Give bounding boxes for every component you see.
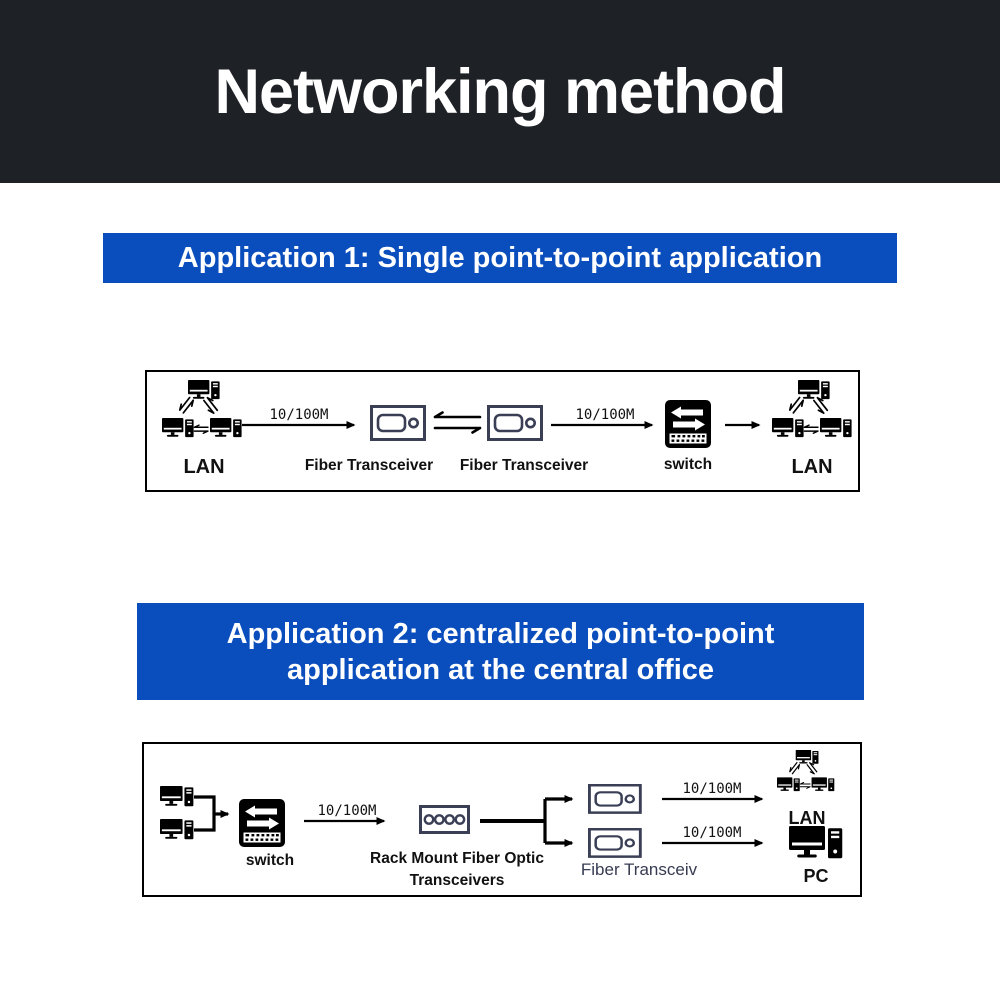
speed-label: 10/100M (682, 781, 741, 797)
speed-label: 10/100M (682, 825, 741, 841)
app2-banner-line1: Application 2: centralized point-to-poin… (226, 617, 775, 650)
app2-diagram-box: switch 10/100M Rack Mount Fiber Optic Tr… (142, 742, 862, 897)
app1-banner: Application 1: Single point-to-point app… (103, 233, 897, 283)
lan-cluster-icon (162, 380, 242, 437)
lan-cluster-icon (772, 380, 852, 437)
speed-label: 10/100M (269, 407, 328, 423)
computer-icon (160, 819, 194, 840)
rack-label-line2: Transceivers (410, 872, 505, 889)
computer-icon (160, 786, 194, 807)
transceivers-label: Fiber Transceiv (581, 860, 698, 879)
app2-diagram: switch 10/100M Rack Mount Fiber Optic Tr… (160, 744, 843, 889)
fiber-transceiver-icon (588, 827, 642, 859)
header-banner: Networking method (0, 0, 1000, 183)
pc-icon (789, 826, 843, 859)
double-harpoon-icon (433, 411, 482, 434)
app2-banner: Application 2: centralized point-to-poin… (137, 603, 864, 700)
switch-icon (664, 399, 712, 449)
rack-mount-transceivers-icon (419, 805, 470, 834)
fiber-transceiver-icon (588, 783, 642, 815)
pc-label: PC (803, 866, 828, 886)
app1-diagram-box: LAN 10/100M Fiber Transceiver Fiber Tran… (145, 370, 860, 492)
switch-icon (238, 798, 286, 848)
speed-label: 10/100M (575, 407, 634, 423)
switch-label: switch (664, 456, 712, 473)
speed-label: 10/100M (317, 803, 376, 819)
transceiver1-label: Fiber Transceiver (305, 457, 433, 474)
app2-banner-line2: application at the central office (286, 653, 715, 686)
lan-right-label: LAN (791, 456, 832, 478)
switch-label: switch (246, 852, 294, 869)
fiber-transceiver-icon (370, 405, 426, 441)
fiber-transceiver-icon (487, 405, 543, 441)
app1-diagram: LAN 10/100M Fiber Transceiver Fiber Tran… (147, 372, 858, 478)
transceiver2-label: Fiber Transceiver (460, 457, 588, 474)
lan-label: LAN (789, 808, 826, 828)
app1-banner-text: Application 1: Single point-to-point app… (177, 241, 823, 274)
lan-left-label: LAN (183, 456, 224, 478)
lan-cluster-icon (777, 750, 834, 791)
page-title: Networking method (214, 56, 786, 127)
split-bracket (543, 795, 574, 847)
merge-bracket (194, 795, 230, 832)
rack-label-line1: Rack Mount Fiber Optic (370, 850, 544, 867)
